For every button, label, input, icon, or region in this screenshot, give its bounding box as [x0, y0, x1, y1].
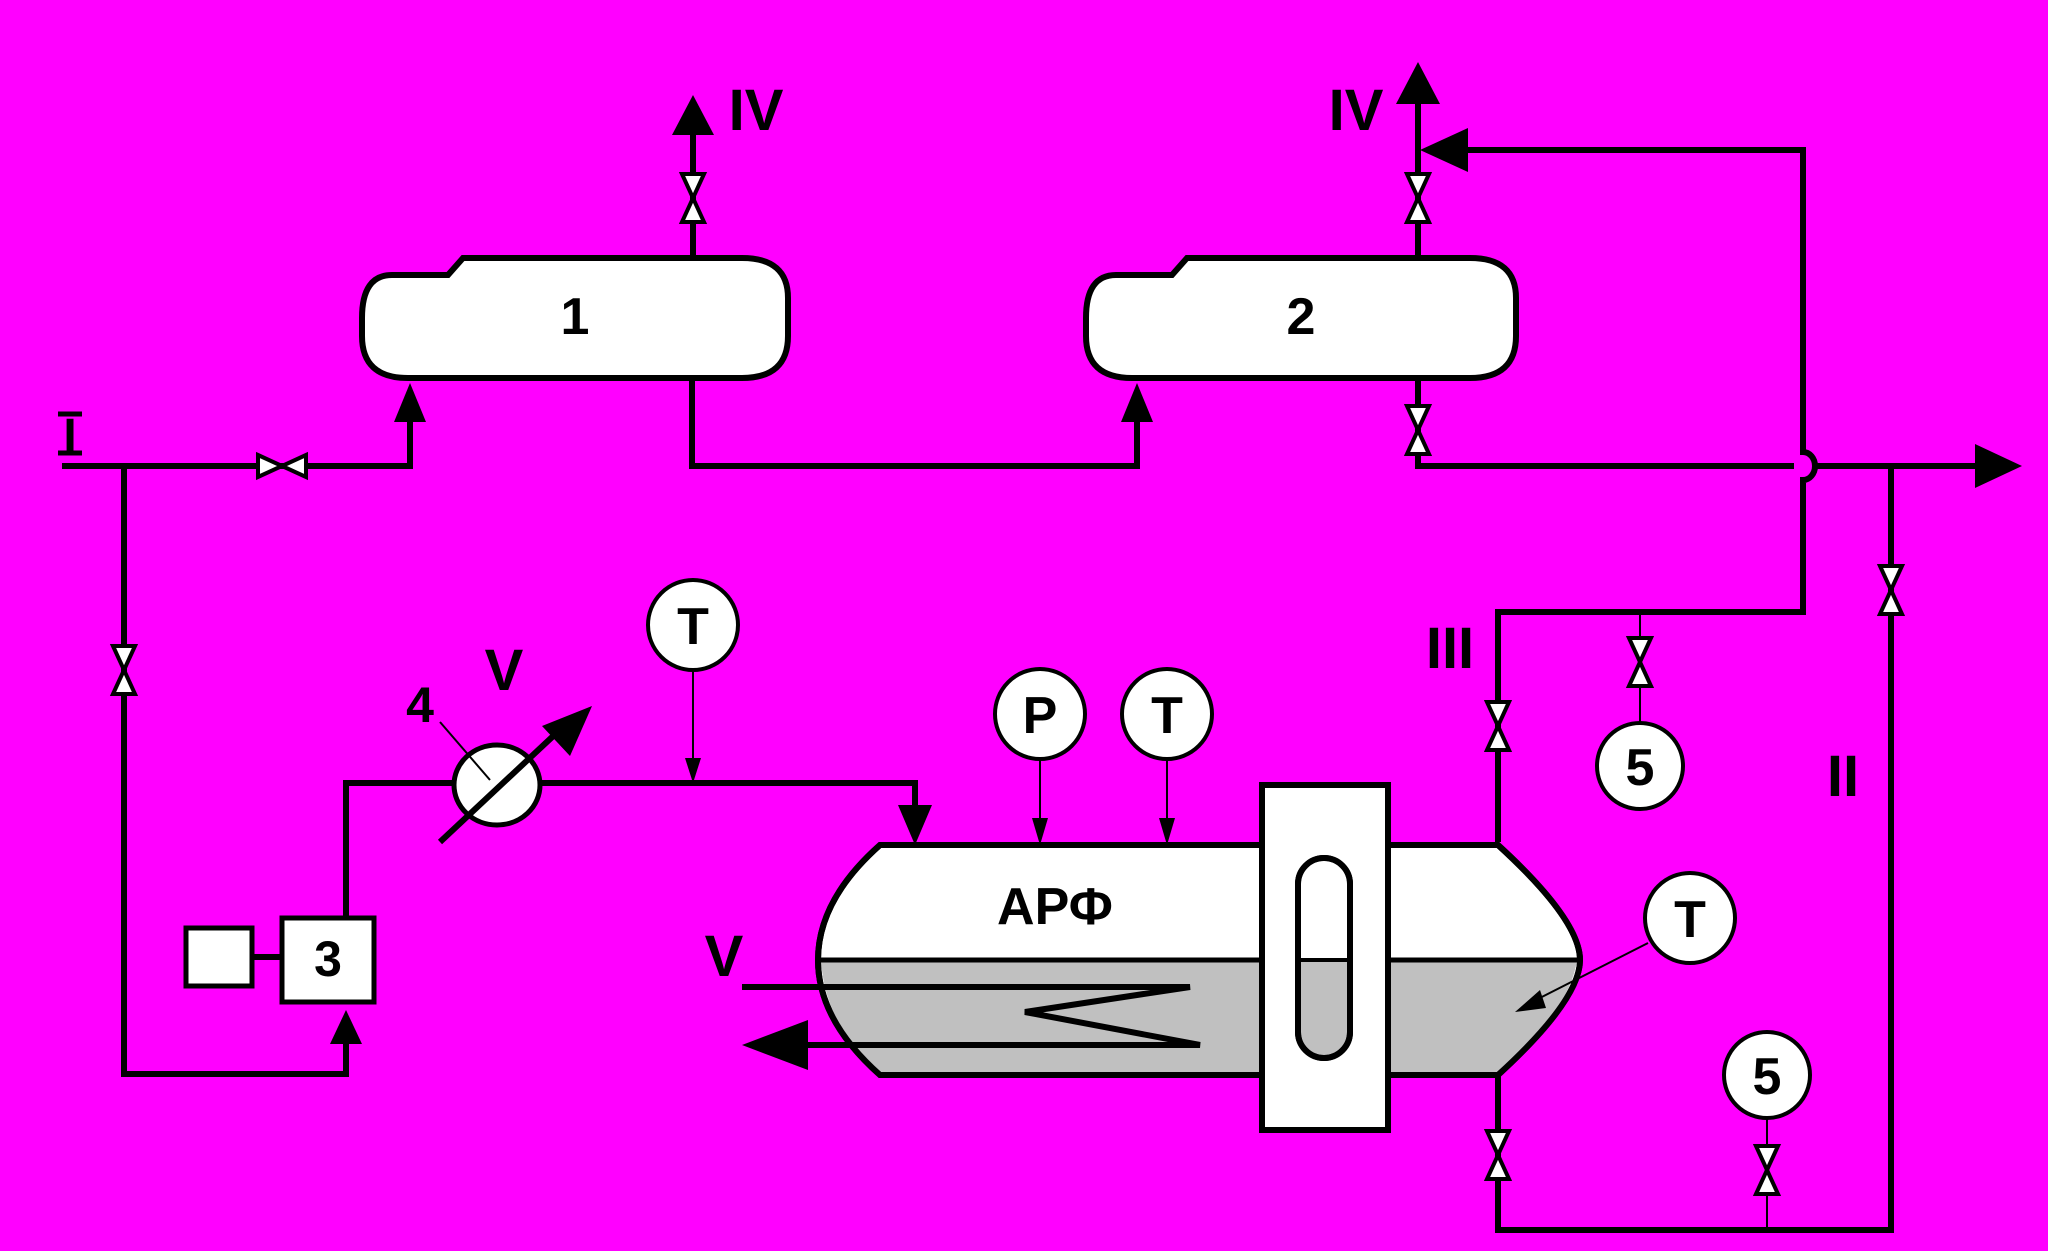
- valve-sample-lower: [1752, 1144, 1782, 1196]
- stream-I-label: I: [63, 410, 76, 463]
- stream-V-top-label: V: [485, 638, 524, 703]
- pipe-III-return: [1440, 147, 1818, 842]
- instrument-t-line: T: [646, 578, 740, 672]
- pipe-feed-I: [62, 410, 413, 469]
- instrument-p-reactor: P: [993, 667, 1087, 761]
- valve-III: [1483, 700, 1513, 752]
- arrow-into-v2: [1121, 383, 1153, 422]
- valve-feed-horizontal: [256, 451, 308, 481]
- instrument-t-liquid: T: [1643, 871, 1737, 965]
- svg-text:P: P: [1023, 687, 1058, 745]
- arrow-into-v1: [394, 383, 426, 422]
- instruments: T P T T 5 5: [646, 578, 1812, 1120]
- pipe-v1-to-v2: [689, 378, 1140, 469]
- stream-IV-left-label: IV: [729, 78, 784, 143]
- valve-v2-bottom: [1403, 404, 1433, 456]
- instrument-5-upper: 5: [1595, 721, 1685, 811]
- svg-text:T: T: [677, 598, 709, 656]
- arrow-IV-right: [1396, 62, 1440, 104]
- stream-IV-right-label: IV: [1329, 78, 1384, 143]
- arrow-IV-left: [672, 95, 714, 135]
- arrow-into-reactor: [898, 805, 932, 845]
- valves: [109, 172, 1906, 1196]
- aux-box: [183, 925, 255, 989]
- valve-sample-upper: [1625, 636, 1655, 688]
- arrow-into-unit3: [330, 1010, 362, 1044]
- arrow-coolant-out: [742, 1020, 808, 1070]
- unit-3: 3: [279, 915, 377, 1005]
- valve-v2-top: [1403, 172, 1433, 224]
- pipe-v2-bottom: [1415, 378, 1794, 469]
- reactor-arf: АРФ: [742, 782, 1584, 1133]
- svg-text:T: T: [1674, 891, 1706, 949]
- vessel-1-label: 1: [561, 288, 590, 346]
- svg-text:5: 5: [1753, 1048, 1782, 1106]
- valve-reactor-bottom: [1483, 1129, 1513, 1181]
- flow-arrows: [330, 62, 2022, 1070]
- item-4-exchanger: 4: [406, 677, 592, 845]
- valve-left-vertical: [109, 644, 139, 696]
- stream-II-label: II: [1827, 744, 1859, 809]
- valve-II: [1876, 564, 1906, 616]
- valve-v1-top: [678, 172, 708, 224]
- pipe-left-loop: [121, 466, 349, 1077]
- stream-V-left-label: V: [705, 924, 744, 989]
- arrow-III-into-v2-line: [1420, 128, 1468, 172]
- reactor-label: АРФ: [997, 878, 1113, 936]
- stream-III-label: III: [1426, 616, 1474, 681]
- svg-text:T: T: [1151, 687, 1183, 745]
- vessel-1: 1: [359, 255, 791, 381]
- vessel-2-label: 2: [1287, 288, 1316, 346]
- pipe-II: [1495, 466, 1894, 1233]
- vessel-2: 2: [1083, 255, 1519, 381]
- reactor-liquid: [821, 960, 1577, 1075]
- stream-labels: I IV IV III II V V: [58, 78, 1859, 989]
- unit-3-label: 3: [314, 931, 342, 987]
- pipe-unit3-to-reactor: [343, 780, 918, 918]
- arrow-product-out: [1975, 444, 2022, 488]
- instrument-5-lower: 5: [1722, 1030, 1812, 1120]
- instrument-t-reactor: T: [1120, 667, 1214, 761]
- svg-text:5: 5: [1626, 739, 1655, 797]
- item-4-label: 4: [406, 677, 434, 733]
